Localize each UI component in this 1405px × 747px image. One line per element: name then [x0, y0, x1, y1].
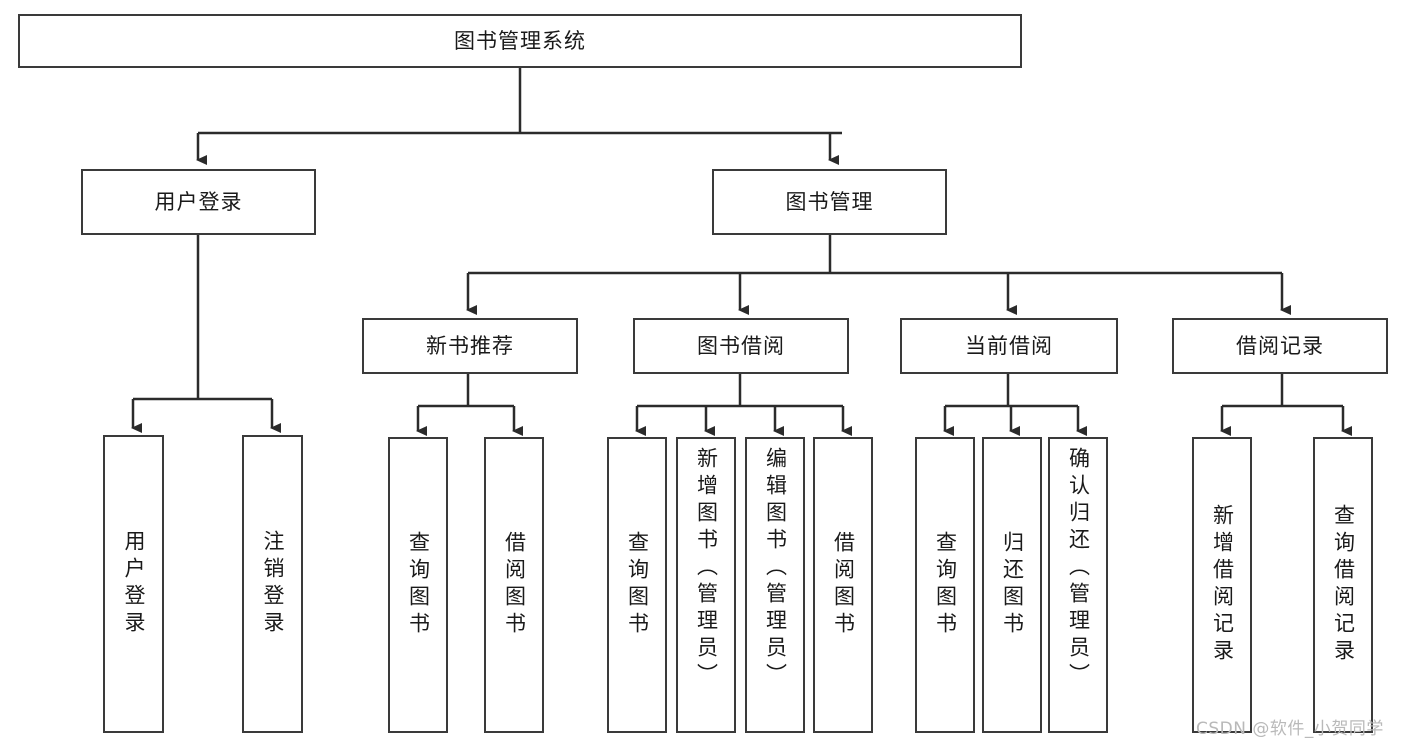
node-leaf-edit-book-label: 编辑图书（管理员） — [763, 447, 788, 690]
node-leaf-logout-label: 注销登录 — [261, 530, 285, 638]
node-leaf-add-borrow-record-label: 新增借阅记录 — [1210, 504, 1235, 666]
node-leaf-add-borrow-record[interactable]: 新增借阅记录 — [1192, 437, 1252, 733]
node-current-borrow-label: 当前借阅 — [965, 333, 1053, 358]
node-root[interactable]: 图书管理系统 — [18, 14, 1022, 68]
node-leaf-edit-book[interactable]: 编辑图书（管理员） — [745, 437, 805, 733]
node-leaf-user-login[interactable]: 用户登录 — [103, 435, 164, 733]
node-new-book-recommend-label: 新书推荐 — [426, 333, 514, 358]
node-borrow-record[interactable]: 借阅记录 — [1172, 318, 1388, 374]
node-book-borrow-label: 图书借阅 — [697, 333, 785, 358]
node-leaf-query-borrow-record-label: 查询借阅记录 — [1331, 504, 1356, 666]
node-leaf-borrow-book-bb[interactable]: 借阅图书 — [813, 437, 873, 733]
node-book-borrow[interactable]: 图书借阅 — [633, 318, 849, 374]
node-leaf-confirm-return-label: 确认归还（管理员） — [1066, 447, 1091, 690]
node-book-management[interactable]: 图书管理 — [712, 169, 947, 235]
node-leaf-add-book[interactable]: 新增图书（管理员） — [676, 437, 736, 733]
node-leaf-query-book-bb-label: 查询图书 — [625, 531, 650, 639]
node-leaf-query-book-bb[interactable]: 查询图书 — [607, 437, 667, 733]
node-leaf-query-book-cb[interactable]: 查询图书 — [915, 437, 975, 733]
node-leaf-query-book-nb[interactable]: 查询图书 — [388, 437, 448, 733]
node-leaf-logout[interactable]: 注销登录 — [242, 435, 303, 733]
node-user-login[interactable]: 用户登录 — [81, 169, 316, 235]
node-leaf-query-book-cb-label: 查询图书 — [933, 531, 958, 639]
node-leaf-confirm-return[interactable]: 确认归还（管理员） — [1048, 437, 1108, 733]
node-book-management-label: 图书管理 — [785, 189, 874, 214]
node-user-login-label: 用户登录 — [154, 189, 243, 214]
node-leaf-query-book-nb-label: 查询图书 — [406, 531, 431, 639]
watermark-text: CSDN @软件_小贺同学 — [1196, 719, 1384, 739]
node-leaf-borrow-book-nb-label: 借阅图书 — [502, 531, 527, 639]
node-leaf-query-borrow-record[interactable]: 查询借阅记录 — [1313, 437, 1373, 733]
node-leaf-borrow-book-nb[interactable]: 借阅图书 — [484, 437, 544, 733]
node-borrow-record-label: 借阅记录 — [1236, 333, 1324, 358]
node-leaf-return-book[interactable]: 归还图书 — [982, 437, 1042, 733]
node-leaf-user-login-label: 用户登录 — [122, 530, 146, 638]
node-leaf-return-book-label: 归还图书 — [1000, 531, 1025, 639]
node-new-book-recommend[interactable]: 新书推荐 — [362, 318, 578, 374]
node-leaf-borrow-book-bb-label: 借阅图书 — [831, 531, 856, 639]
node-root-label: 图书管理系统 — [454, 28, 586, 53]
node-current-borrow[interactable]: 当前借阅 — [900, 318, 1118, 374]
node-leaf-add-book-label: 新增图书（管理员） — [694, 447, 719, 690]
